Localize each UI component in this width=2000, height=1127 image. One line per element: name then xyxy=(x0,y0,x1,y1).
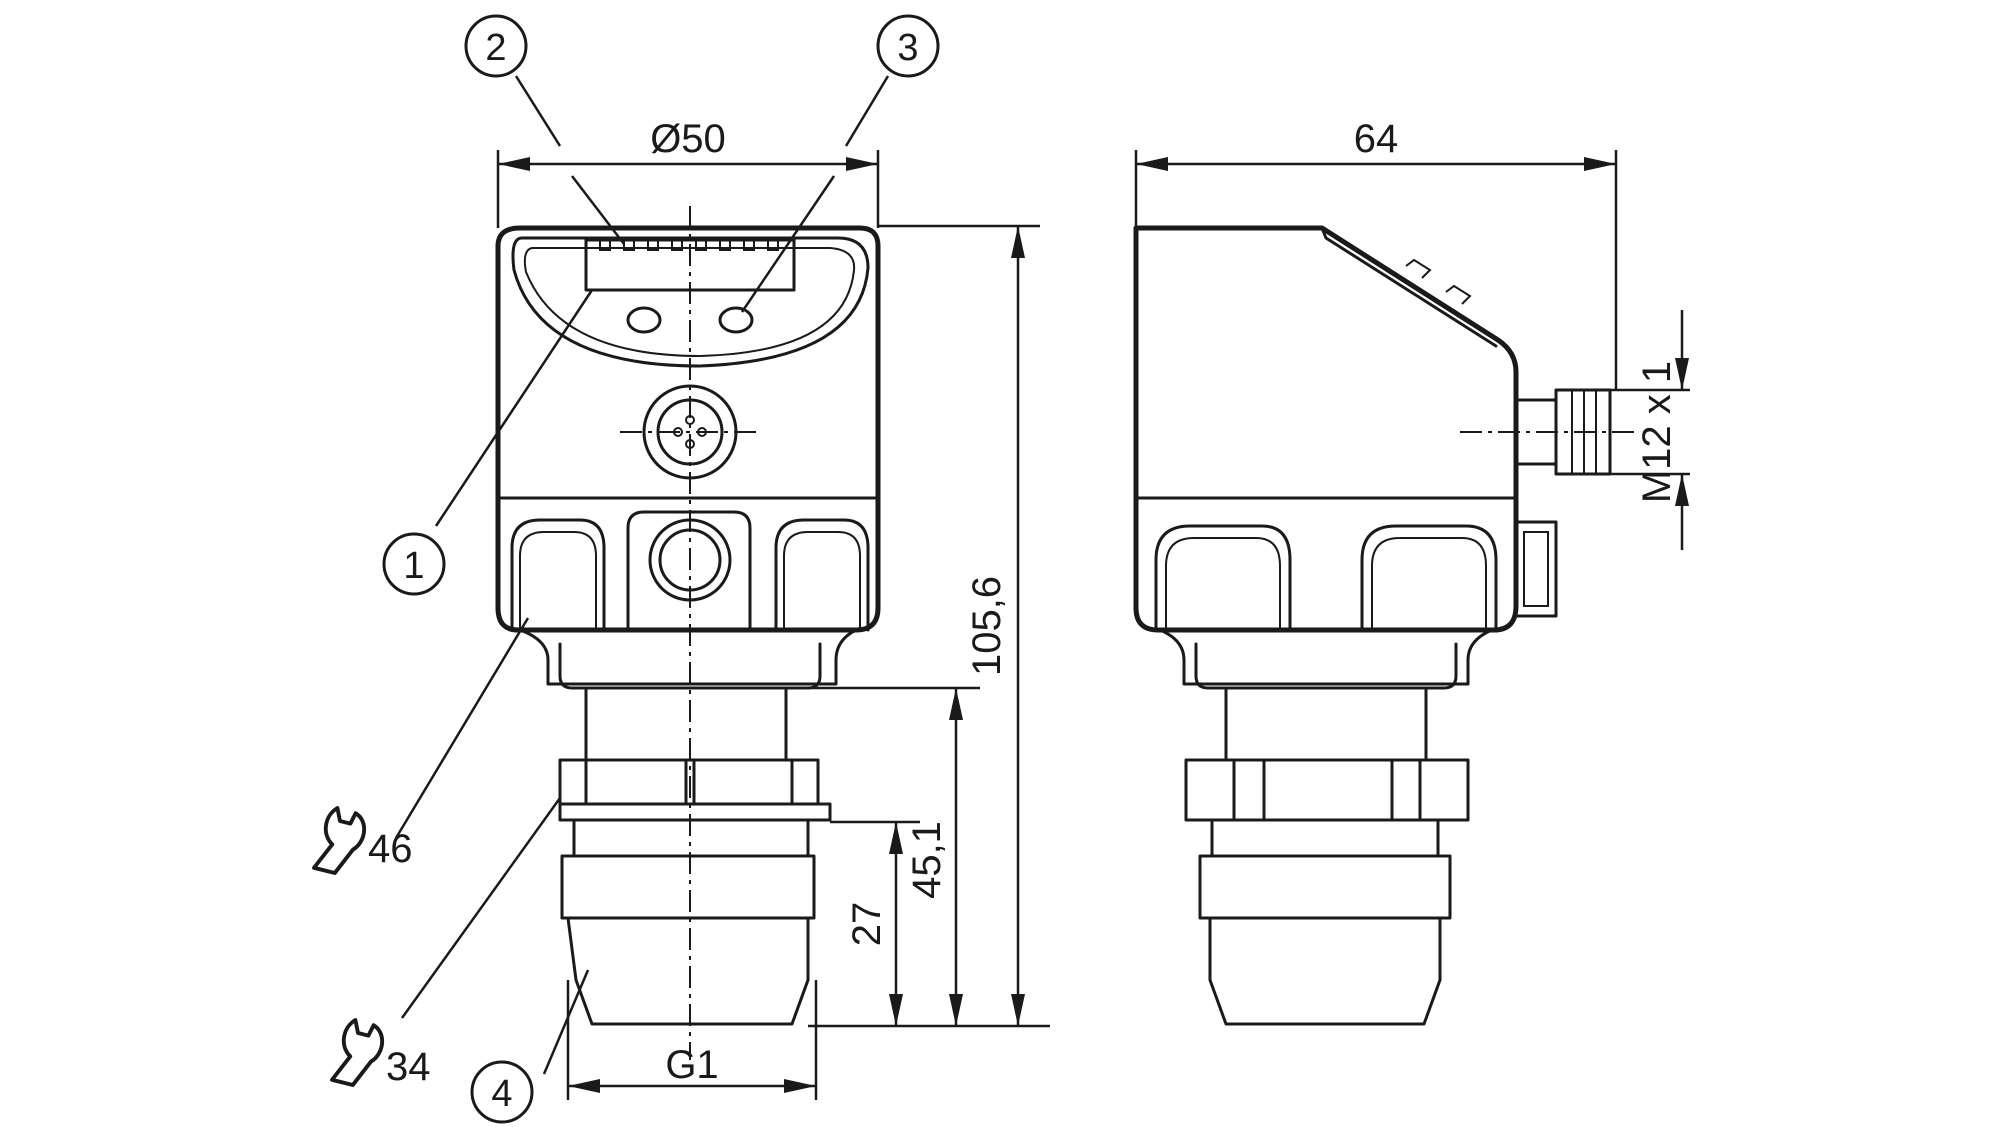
callout-leaders xyxy=(394,75,890,1075)
total-height-label: 105,6 xyxy=(965,576,1009,676)
width-label: 64 xyxy=(1354,117,1399,161)
diameter-label: Ø50 xyxy=(650,117,726,161)
wrench-46: 46 xyxy=(312,806,413,875)
lower-height-label: 45,1 xyxy=(905,821,949,899)
button-left xyxy=(626,306,662,334)
callout-1: 1 xyxy=(382,532,446,596)
display-segments xyxy=(599,239,779,251)
connector-side xyxy=(1460,388,1640,476)
callout-4-label: 4 xyxy=(491,1073,512,1115)
wrench-34-label: 34 xyxy=(386,1045,431,1089)
thread-height-label: 27 xyxy=(845,902,889,947)
front-view xyxy=(495,206,881,1060)
wrench-icon xyxy=(312,806,367,875)
callout-2-label: 2 xyxy=(485,27,506,69)
callout-1-label: 1 xyxy=(403,545,424,587)
wrench-34: 34 xyxy=(330,1018,431,1089)
callout-3-label: 3 xyxy=(897,27,918,69)
callout-2: 2 xyxy=(464,14,528,78)
thread-m12-label: M12 x 1 xyxy=(1635,361,1679,503)
wrench-46-label: 46 xyxy=(368,827,413,871)
button-right xyxy=(718,306,754,334)
callout-4: 4 xyxy=(470,1060,534,1124)
side-view xyxy=(1133,225,1640,1026)
wrench-icon xyxy=(330,1018,385,1087)
process-thread-label: G1 xyxy=(665,1043,718,1087)
dimension-lines xyxy=(496,150,1690,1100)
callout-3: 3 xyxy=(876,14,940,78)
